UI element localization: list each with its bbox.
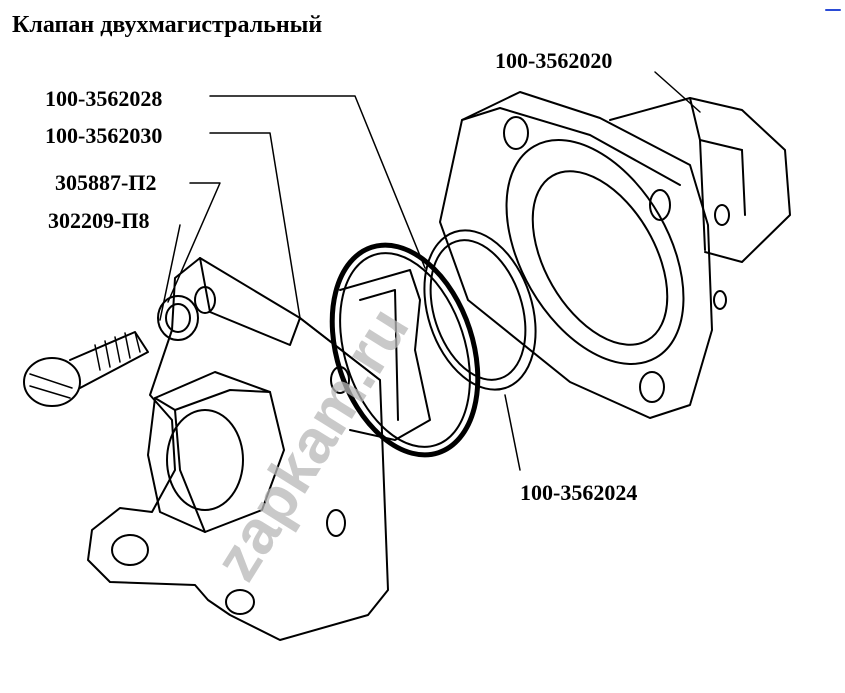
part-label-100-3562020: 100-3562020 (495, 48, 613, 73)
o-ring (329, 242, 481, 458)
seal-disc (423, 229, 537, 391)
right-housing (439, 91, 791, 419)
part-label-100-3562024: 100-3562024 (520, 480, 638, 505)
part-label-100-3562030: 100-3562030 (45, 123, 163, 148)
part-label-305887-p2: 305887-П2 (55, 170, 157, 195)
screw (23, 331, 149, 407)
leader-lines (159, 71, 701, 471)
part-label-302209-p8: 302209-П8 (48, 208, 150, 233)
diagram-title: Клапан двухмагистральный (12, 12, 323, 38)
part-label-100-3562028: 100-3562028 (45, 86, 163, 111)
left-body (87, 257, 431, 641)
lock-washer (157, 295, 199, 341)
